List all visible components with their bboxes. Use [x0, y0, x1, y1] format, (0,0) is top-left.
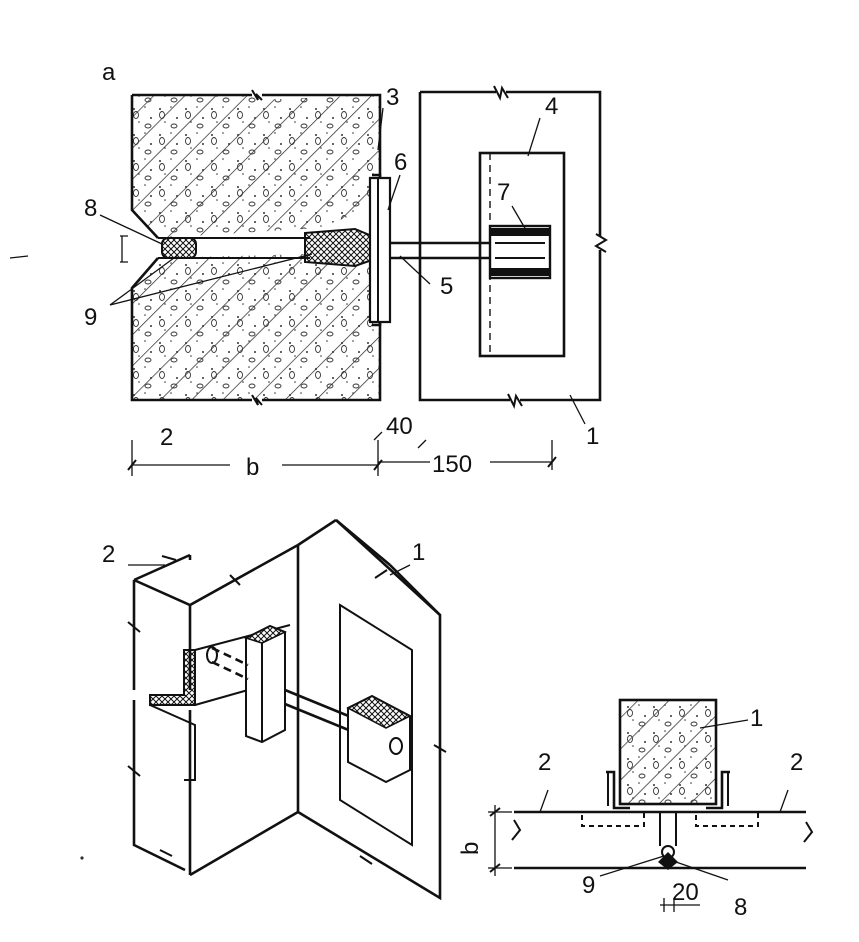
plan-callout-8: 8 — [734, 894, 747, 921]
callout-1: 1 — [586, 423, 599, 450]
callout-6: 6 — [394, 149, 407, 176]
plan-callout-2-right: 2 — [790, 749, 803, 776]
callout-4: 4 — [545, 93, 558, 120]
callout-3: 3 — [386, 84, 399, 111]
callout-2: 2 — [160, 424, 173, 451]
panel-2-left-edge — [132, 553, 192, 872]
dimensions-a — [127, 431, 557, 476]
callout-8: 8 — [84, 195, 97, 222]
plan-callout-9: 9 — [582, 872, 595, 899]
figure-isometric: 2 1 — [102, 518, 447, 901]
callout-7: 7 — [497, 179, 510, 206]
plate-iso — [245, 624, 286, 744]
callout-5: 5 — [440, 273, 453, 300]
leaders-a — [99, 107, 586, 425]
figure-plan: 1 2 2 9 8 b 20 — [457, 698, 814, 921]
callout-9: 9 — [84, 304, 97, 331]
sealant-gasket — [304, 227, 373, 268]
concrete-panel-lower — [130, 254, 382, 406]
dim-40: 40 — [386, 413, 413, 440]
plan-dim-b: b — [457, 842, 484, 855]
panel-label-a: a — [102, 59, 116, 86]
sealant-8 — [161, 237, 197, 259]
dim-b: b — [246, 454, 259, 481]
recess-iso — [339, 603, 413, 847]
iso-callout-1: 1 — [412, 539, 425, 566]
panel-1-outline — [418, 85, 608, 410]
washer-7 — [488, 224, 552, 280]
joint-gap — [158, 227, 373, 268]
panel-1-iso — [296, 518, 442, 901]
scan-marks — [9, 255, 84, 860]
iso-callout-2: 2 — [102, 541, 115, 568]
plan-callout-2-left: 2 — [538, 749, 551, 776]
rod-5 — [390, 241, 495, 260]
dim-150: 150 — [432, 451, 472, 478]
plan-dim-20: 20 — [672, 879, 699, 906]
concrete-panel-upper — [130, 88, 382, 239]
figure-a-section: a — [84, 59, 608, 481]
panel-1-block — [618, 698, 718, 806]
plan-callout-1: 1 — [750, 705, 763, 732]
embedded-angle-3 — [368, 173, 392, 327]
